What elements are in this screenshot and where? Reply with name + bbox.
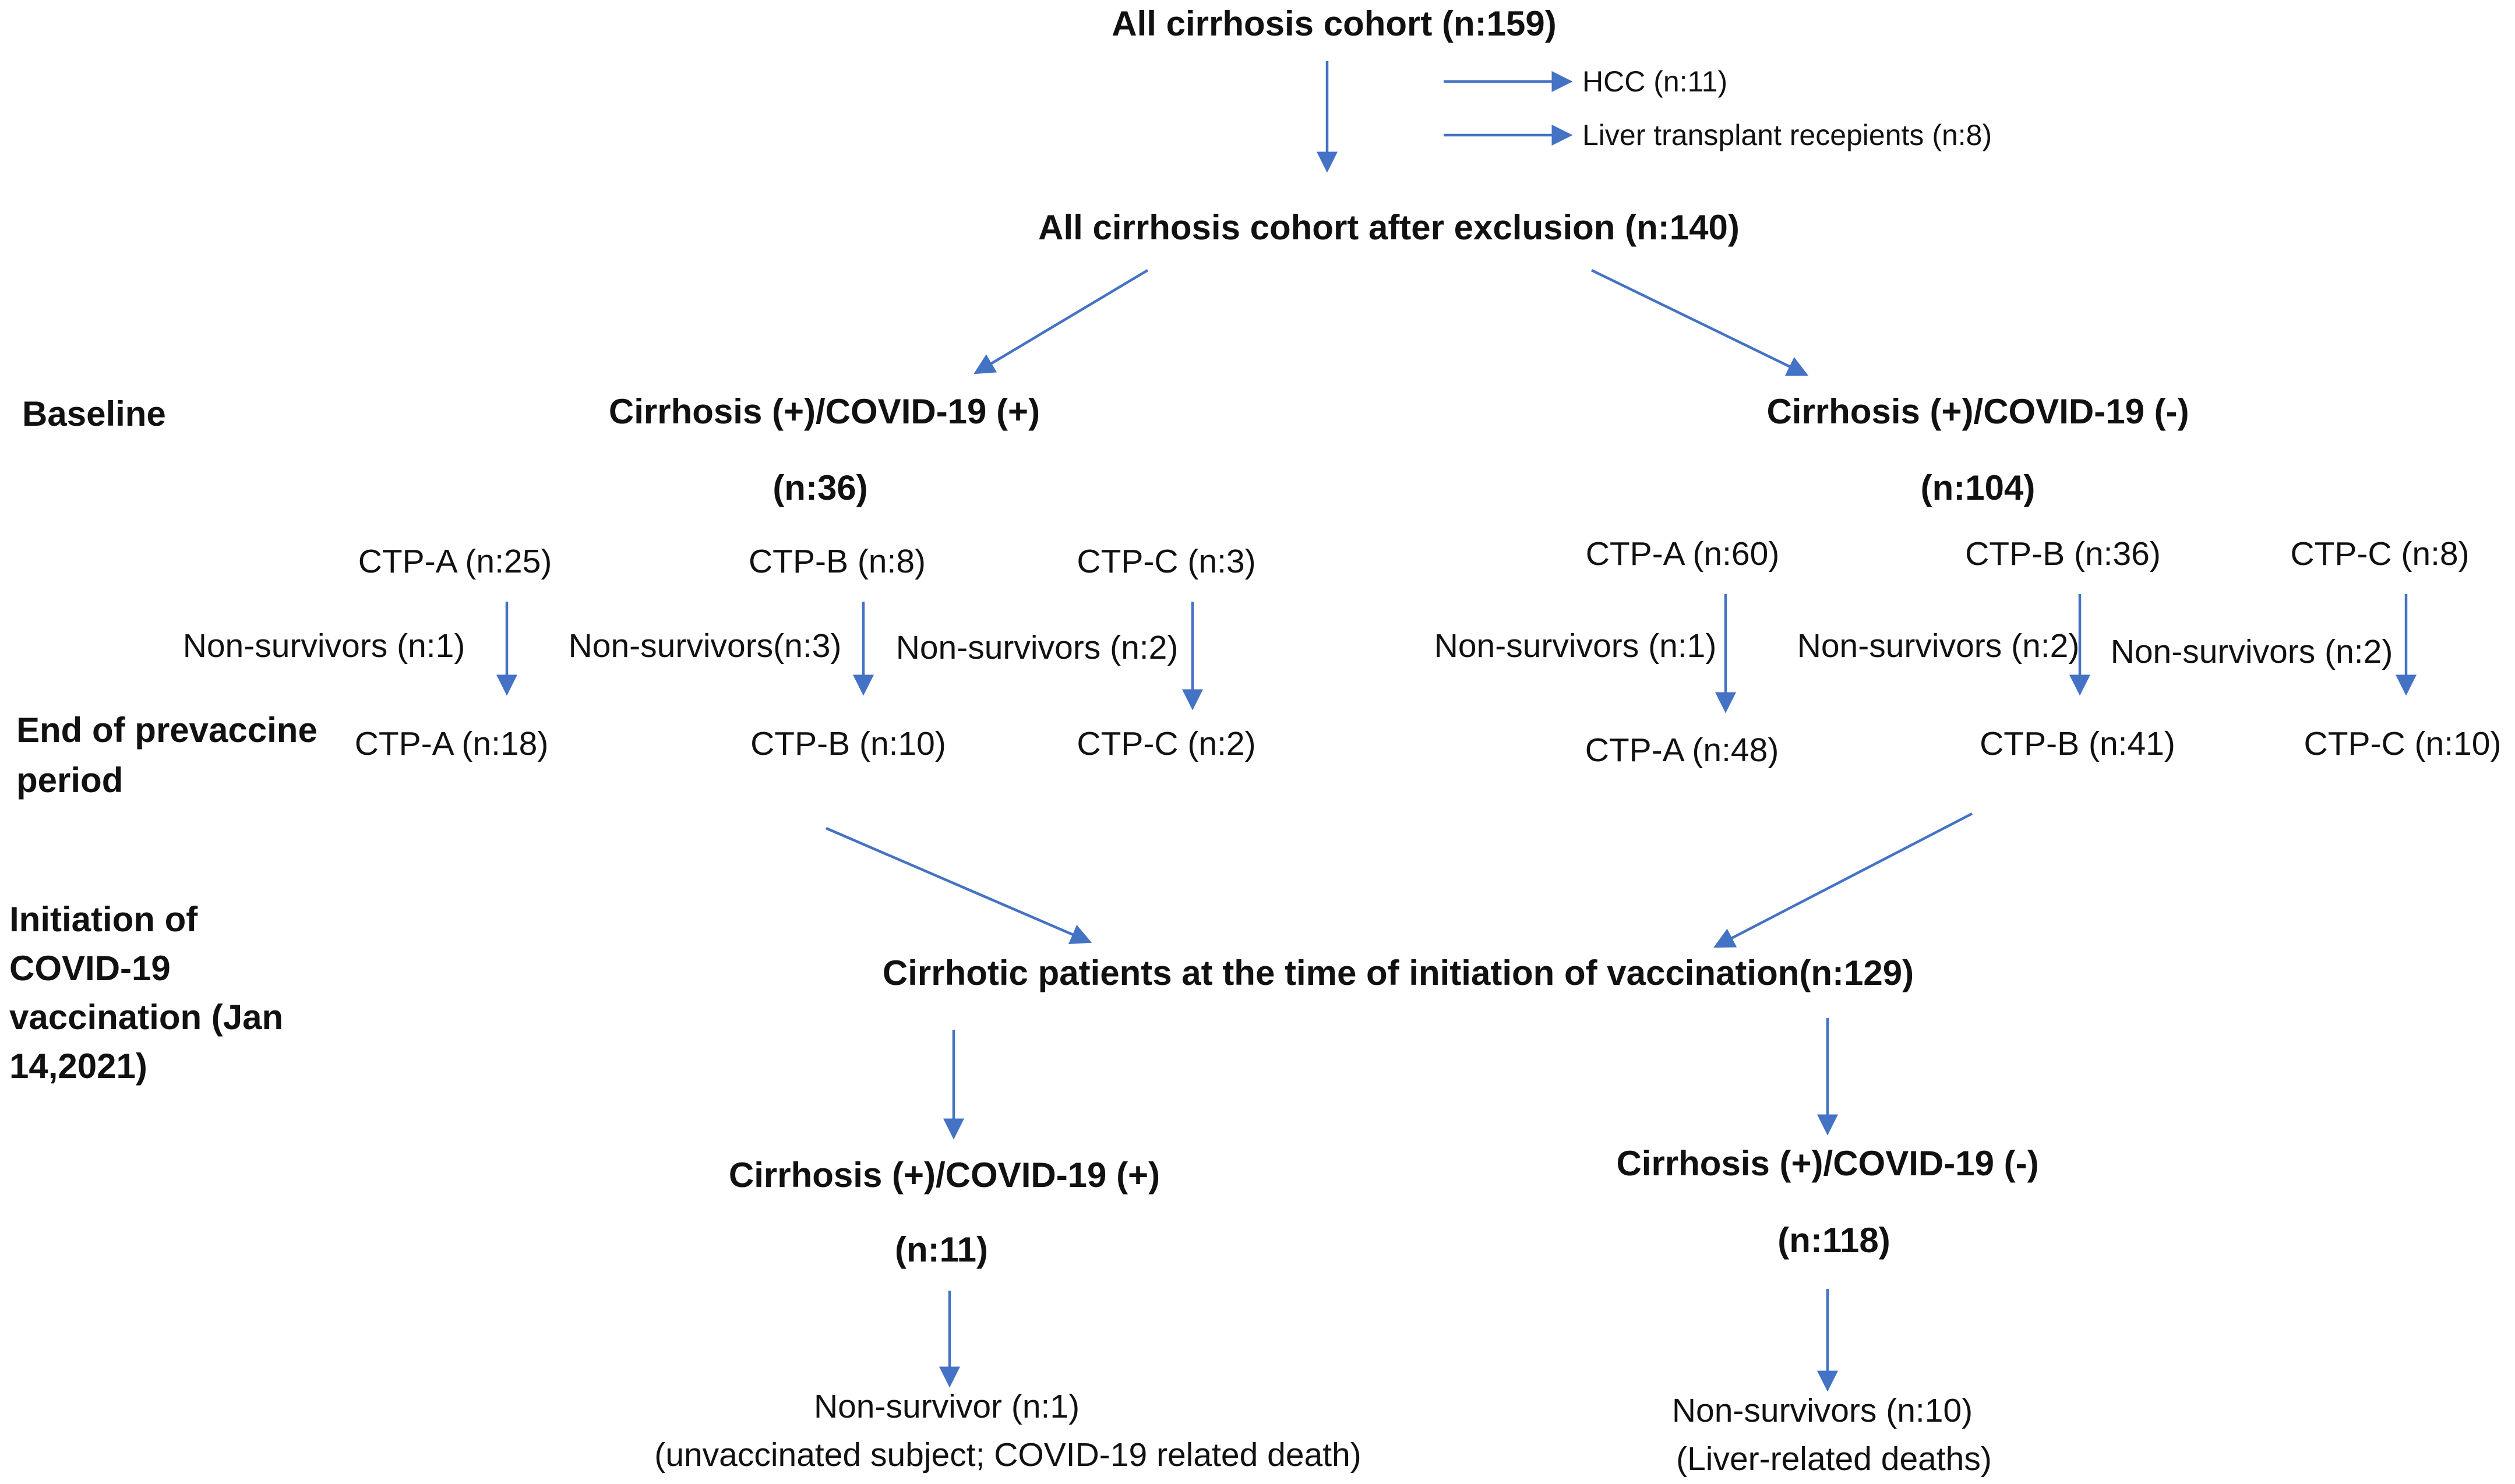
cohort-title: All cirrhosis cohort (n:159) — [1112, 4, 1557, 43]
row-label-initiation-2: COVID-19 — [9, 949, 171, 988]
vacc-neg-count: (n:118) — [1777, 1221, 1890, 1260]
exclusion-transplant: Liver transplant recepients (n:8) — [1582, 119, 1992, 151]
covid-neg-nonsurvivors-a: Non-survivors (n:1) — [1434, 627, 1717, 665]
covid-neg-end-ctp-b: CTP-B (n:41) — [1980, 725, 2175, 762]
covid-pos-nonsurvivors-a: Non-survivors (n:1) — [182, 627, 465, 665]
exclusion-hcc: HCC (n:11) — [1582, 65, 1728, 98]
vacc-neg-title: Cirrhosis (+)/COVID-19 (-) — [1616, 1144, 2039, 1183]
vacc-neg-outcome-note: (Liver-related deaths) — [1676, 1440, 1992, 1478]
covid-pos-count: (n:36) — [773, 468, 868, 507]
arrow-merge-left — [826, 826, 1092, 945]
row-label-initiation-1: Initiation of — [9, 900, 198, 939]
arrow-split-left — [973, 269, 1149, 374]
covid-pos-end-ctp-c: CTP-C (n:2) — [1077, 725, 1256, 762]
covid-pos-end-ctp-b: CTP-B (n:10) — [750, 725, 946, 762]
covid-neg-end-ctp-a: CTP-A (n:48) — [1585, 732, 1779, 769]
covid-neg-count: (n:104) — [1920, 468, 2036, 507]
covid-neg-baseline-ctp-b: CTP-B (n:36) — [1965, 535, 2161, 573]
covid-pos-end-ctp-a: CTP-A (n:18) — [354, 725, 549, 762]
arrow-split-right — [1591, 268, 1809, 376]
vacc-pos-outcome: Non-survivor (n:1) — [813, 1388, 1080, 1425]
covid-neg-baseline-ctp-a: CTP-A (n:60) — [1585, 535, 1780, 573]
arrow-merge-right — [1713, 812, 1973, 948]
vacc-pos-count: (n:11) — [894, 1230, 989, 1269]
vacc-pos-title: Cirrhosis (+)/COVID-19 (+) — [728, 1156, 1161, 1195]
vacc-pos-outcome-note: (unvaccinated subject; COVID-19 related … — [654, 1436, 1361, 1474]
covid-pos-baseline-ctp-c: CTP-C (n:3) — [1077, 543, 1256, 580]
row-label-end-prevaccine-period: period — [16, 761, 124, 800]
covid-neg-nonsurvivors-b: Non-survivors (n:2) — [1797, 627, 2080, 665]
covid-pos-baseline-ctp-a: CTP-A (n:25) — [358, 543, 552, 580]
vaccination-title: Cirrhotic patients at the time of initia… — [882, 953, 1914, 992]
covid-neg-baseline-ctp-c: CTP-C (n:8) — [2290, 535, 2470, 573]
covid-pos-nonsurvivors-c: Non-survivors (n:2) — [895, 629, 1179, 666]
row-label-end-prevaccine: End of prevaccine — [16, 711, 318, 750]
vacc-neg-outcome: Non-survivors (n:10) — [1671, 1392, 1973, 1429]
row-label-initiation-4: 14,2021) — [9, 1047, 147, 1086]
row-label-baseline: Baseline — [22, 394, 166, 433]
row-label-initiation-3: vaccination (Jan — [9, 998, 284, 1037]
covid-neg-title: Cirrhosis (+)/COVID-19 (-) — [1766, 392, 2189, 431]
covid-pos-title: Cirrhosis (+)/COVID-19 (+) — [608, 392, 1040, 431]
covid-pos-baseline-ctp-b: CTP-B (n:8) — [748, 543, 926, 580]
covid-neg-nonsurvivors-c: Non-survivors (n:2) — [2110, 633, 2393, 670]
covid-neg-end-ctp-c: CTP-C (n:10) — [2304, 725, 2502, 762]
covid-pos-nonsurvivors-b: Non-survivors(n:3) — [568, 627, 842, 665]
after-exclusion-title: All cirrhosis cohort after exclusion (n:… — [1038, 208, 1740, 247]
